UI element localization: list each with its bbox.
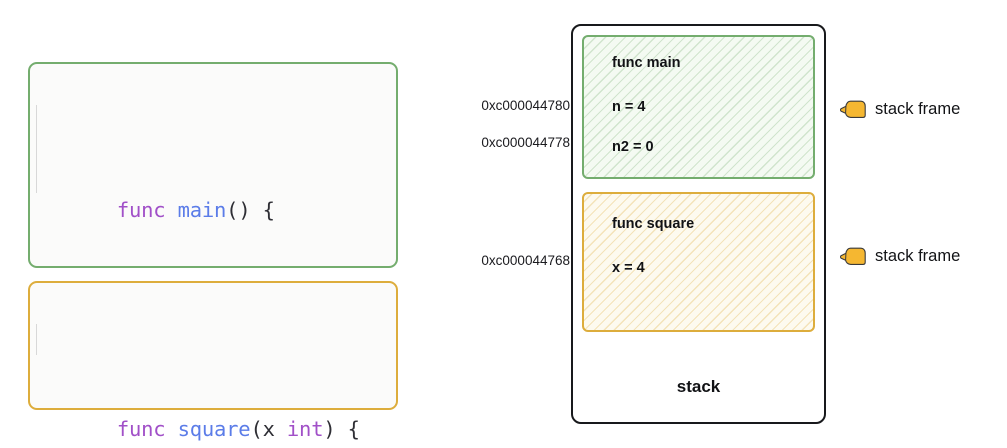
annotation-label: stack frame <box>875 99 961 118</box>
stack-frame-entry: n = 4 <box>612 99 646 115</box>
code-line: func square(x int) { <box>44 384 396 441</box>
code-token: square <box>177 417 251 441</box>
memory-address-x: 0xc000044768 <box>481 253 570 268</box>
code-token: () { <box>226 198 275 222</box>
code-token: ( <box>250 417 263 441</box>
stack-caption: stack <box>676 377 721 396</box>
stack-frame-entry: n2 = 0 <box>612 139 654 155</box>
code-token: x <box>262 417 287 441</box>
code-line: func main() { <box>44 165 396 222</box>
indent-guide <box>36 105 37 193</box>
code-token: ) { <box>323 417 360 441</box>
stack-frame-title: func square <box>612 216 695 232</box>
pointing-hand-left-icon <box>840 99 866 119</box>
stack-frame-square: func square x = 4 <box>582 192 815 332</box>
stack-frame-title: func main <box>612 55 681 71</box>
memory-address-n: 0xc000044780 <box>481 98 570 113</box>
memory-address-n2: 0xc000044778 <box>481 135 570 150</box>
indent-guide <box>36 324 37 355</box>
stack-frame-entry: x = 4 <box>612 260 645 276</box>
code-token <box>165 198 177 222</box>
code-token: main <box>177 198 227 222</box>
pointing-hand-left-icon <box>840 246 866 266</box>
annotation-label: stack frame <box>875 246 961 265</box>
code-block-square: func square(x int) { return x * x } <box>28 281 398 441</box>
stack-frame-main: func main n = 4 n2 = 0 <box>582 35 815 179</box>
code-token: func <box>116 198 166 222</box>
annotation-stack-frame-main: stack frame <box>840 99 960 119</box>
annotation-stack-frame-square: stack frame <box>840 246 960 266</box>
code-block-main: func main() { n := 4 n2 := square(n) fmt… <box>28 62 398 402</box>
code-token <box>165 417 177 441</box>
code-token: int <box>286 417 324 441</box>
code-token: func <box>116 417 166 441</box>
